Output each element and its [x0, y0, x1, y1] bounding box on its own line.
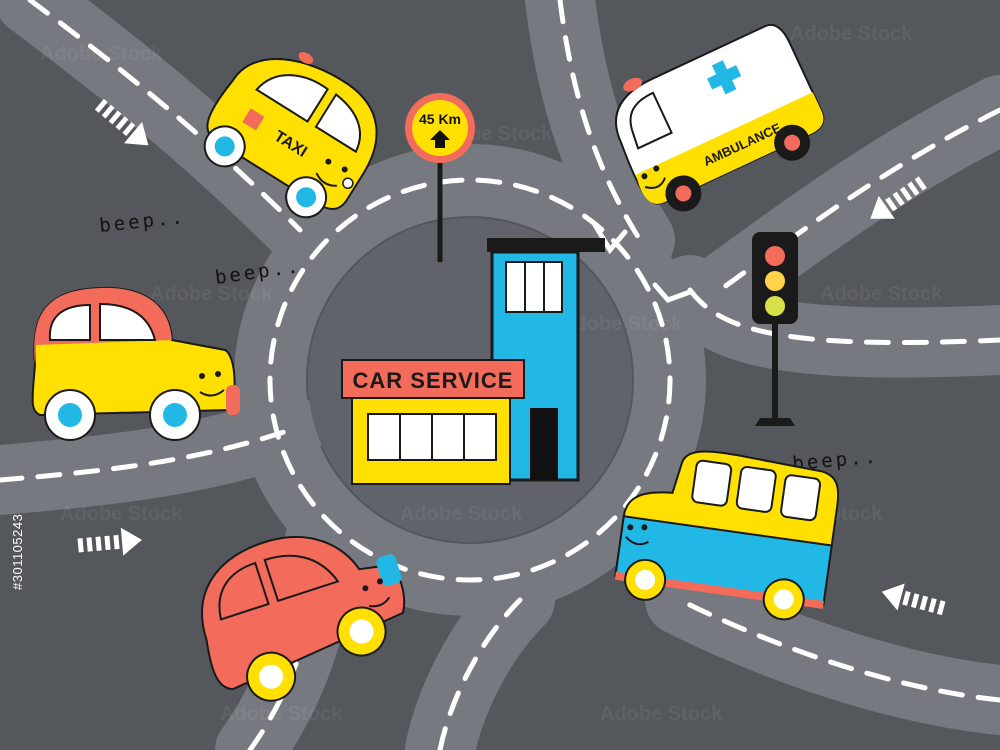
- wheel-icon: [774, 124, 811, 161]
- svg-text:Adobe Stock: Adobe Stock: [150, 283, 273, 305]
- tower-window: [505, 261, 563, 313]
- car-service-building: CAR SERVICE: [341, 238, 605, 485]
- wheel-icon: [624, 558, 667, 601]
- wheel-icon: [285, 176, 328, 219]
- svg-text:Adobe Stock: Adobe Stock: [220, 703, 343, 725]
- medical-cross-icon: [707, 60, 742, 95]
- speed-limit-text: 45 Km: [419, 111, 461, 127]
- wheel-icon: [665, 175, 702, 212]
- ambulance: AMBULANCE: [615, 23, 825, 212]
- wheel-icon: [44, 389, 96, 441]
- taxi-car: TAXI: [203, 51, 378, 219]
- direction-arrow-top-right: [870, 176, 927, 219]
- svg-text:Adobe Stock: Adobe Stock: [40, 43, 163, 65]
- wheel-icon: [246, 651, 297, 702]
- direction-arrow-top-left: [94, 98, 149, 146]
- yellow-car: [31, 286, 240, 441]
- tower-roof: [487, 238, 605, 252]
- svg-text:Adobe Stock: Adobe Stock: [560, 313, 683, 335]
- svg-text:Adobe Stock: Adobe Stock: [400, 503, 523, 525]
- tower-door: [530, 408, 558, 480]
- wheel-icon: [336, 606, 387, 657]
- coral-car: [201, 535, 406, 702]
- stock-id-text: #301105243: [10, 514, 25, 590]
- svg-text:Adobe Stock: Adobe Stock: [600, 703, 723, 725]
- red-light-icon: [765, 246, 785, 266]
- amber-light-icon: [765, 271, 785, 291]
- siren-icon: [623, 77, 643, 92]
- green-light-icon: [765, 296, 785, 316]
- taxi-headlight-icon: [342, 177, 354, 189]
- wheel-icon: [149, 389, 201, 441]
- wheel-icon: [762, 578, 805, 621]
- taxi-checker-icon: [242, 108, 265, 131]
- speed-limit-sign: 45 Km: [405, 93, 475, 262]
- traffic-light: [752, 232, 798, 426]
- shop-sign-board: [341, 359, 525, 399]
- car-service-sign: CAR SERVICE: [353, 368, 514, 393]
- svg-text:Adobe Stock: Adobe Stock: [60, 503, 183, 525]
- lane-chevron-icon: [592, 222, 693, 303]
- wheel-icon: [203, 125, 246, 168]
- svg-text:Adobe Stock: Adobe Stock: [820, 283, 943, 305]
- direction-arrow-bottom-left: [77, 527, 142, 556]
- up-arrow-icon: [430, 130, 450, 148]
- direction-arrow-bottom-right: [881, 583, 946, 616]
- svg-text:Adobe Stock: Adobe Stock: [790, 23, 913, 45]
- bus: [614, 450, 840, 621]
